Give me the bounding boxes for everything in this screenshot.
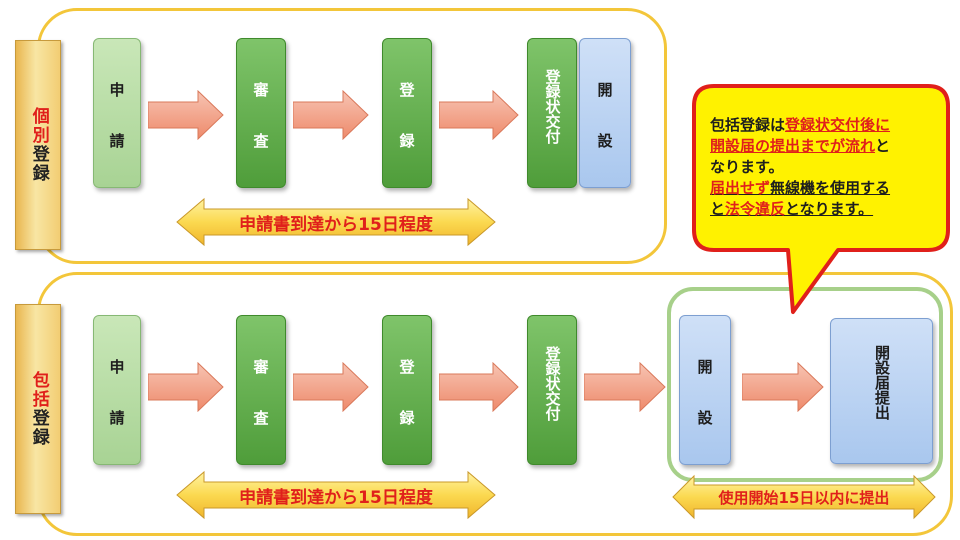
step-apply: 申請 xyxy=(93,38,141,188)
step-certificate: 登録状交付 xyxy=(527,315,577,465)
step-apply: 申請 xyxy=(93,315,141,465)
step-notification: 開設届提出 xyxy=(830,318,933,464)
individual-label-black: 登録 xyxy=(28,145,49,183)
duration-arrow xyxy=(176,470,496,520)
flow-arrow xyxy=(439,90,519,140)
flow-arrow xyxy=(293,90,369,140)
individual-label: 個別登録 xyxy=(15,40,61,250)
blanket-label-red: 包括 xyxy=(28,371,49,409)
step-review: 審査 xyxy=(236,38,286,188)
step-review: 審査 xyxy=(236,315,286,465)
callout-bubble xyxy=(692,84,950,314)
step-open: 開設 xyxy=(579,38,631,188)
blanket-label-black: 登録 xyxy=(28,409,49,447)
individual-label-red: 個別 xyxy=(28,107,49,145)
flow-arrow xyxy=(584,362,666,412)
duration-arrow xyxy=(176,197,496,247)
flow-arrow xyxy=(439,362,519,412)
step-certificate: 登録状交付 xyxy=(527,38,577,188)
flow-arrow xyxy=(742,362,824,412)
duration-text: 申請書到達から15日程度 xyxy=(239,487,433,508)
flow-arrow xyxy=(148,362,224,412)
step-register: 登録 xyxy=(382,38,432,188)
flow-arrow xyxy=(148,90,224,140)
step-open: 開設 xyxy=(679,315,731,465)
deadline-text: 使用開始15日以内に提出 xyxy=(718,488,890,507)
flow-arrow xyxy=(293,362,369,412)
step-register: 登録 xyxy=(382,315,432,465)
blanket-label: 包括登録 xyxy=(15,304,61,514)
deadline-arrow xyxy=(672,474,936,520)
duration-text: 申請書到達から15日程度 xyxy=(239,214,433,235)
callout-text: 包括登録は登録状交付後に 開設届の提出までが流れと なります。 届出せず無線機を… xyxy=(710,116,891,218)
